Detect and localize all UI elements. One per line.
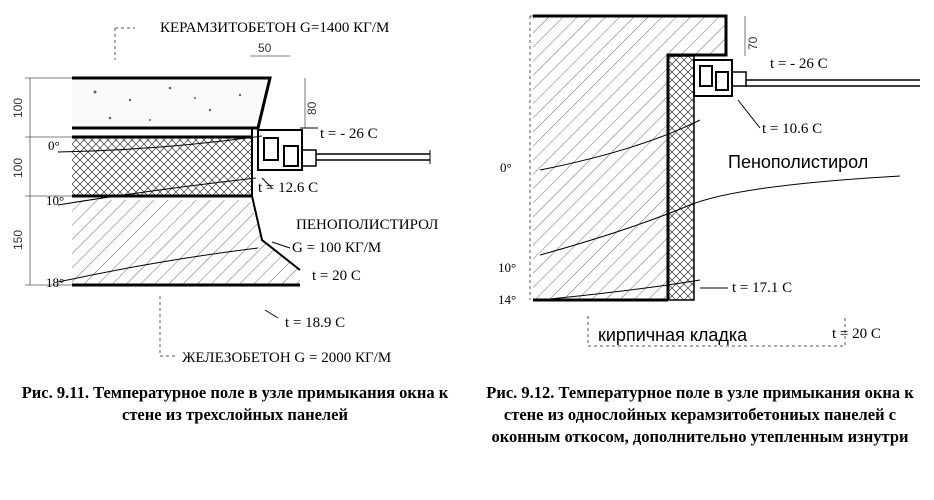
- material-top-label: КЕРАМЗИТОБЕТОН G=1400 КГ/М: [160, 20, 389, 36]
- iso-0: 0°: [48, 138, 60, 153]
- iso-10: 10°: [46, 193, 64, 208]
- dim-70: 70: [746, 36, 760, 50]
- caption-fig-1: Рис. 9.11. Температурное поле в узле при…: [21, 383, 449, 424]
- insulation-name-1: ПЕНОПОЛИСТИРОЛ: [296, 217, 438, 233]
- t-in-1: t = 20 C: [312, 268, 361, 284]
- dimension-left: 100 100 150: [11, 77, 75, 286]
- concrete-dots: [93, 86, 242, 121]
- figure-1: КЕРАМЗИТОБЕТОН G=1400 КГ/М 100 100 150: [11, 20, 438, 366]
- t-low-1: t = 18.9 C: [285, 315, 345, 331]
- t-slope-2: t = 10.6 C: [762, 121, 822, 137]
- dim-100a: 100: [11, 98, 25, 118]
- masonry-label: кирпичная кладка: [598, 325, 748, 345]
- t-in-2: t = 20 C: [832, 326, 881, 342]
- dim-150: 150: [11, 230, 25, 250]
- caption-fig-2: Рис. 9.12. Температурное поле в узле при…: [486, 383, 914, 446]
- insulation-label-2: Пенополистирол: [728, 152, 868, 172]
- dim-80: 80: [305, 101, 319, 115]
- insulation-density-1: G = 100 КГ/М: [292, 240, 381, 256]
- iso-10-2: 10°: [498, 260, 516, 275]
- window-frame-2: [693, 59, 920, 97]
- figure-2: 70 0° 10° 14° t = - 26 C t = 10.6 C Пено…: [498, 14, 920, 347]
- t-mid-1: t = 12.6 C: [258, 180, 318, 196]
- iso-14-2: 14°: [498, 292, 516, 307]
- t-out-1: t = - 26 C: [320, 126, 378, 142]
- iso-0-2: 0°: [500, 160, 512, 175]
- iso-18: 18°: [46, 275, 64, 290]
- window-frame-1: [257, 129, 431, 171]
- dim-50: 50: [258, 41, 272, 55]
- t-out-2: t = - 26 C: [770, 56, 828, 72]
- dim-100b: 100: [11, 158, 25, 178]
- material-bottom-label: ЖЕЛЕЗОБЕТОН G = 2000 КГ/М: [182, 350, 391, 366]
- t-corner-2: t = 17.1 C: [732, 280, 792, 296]
